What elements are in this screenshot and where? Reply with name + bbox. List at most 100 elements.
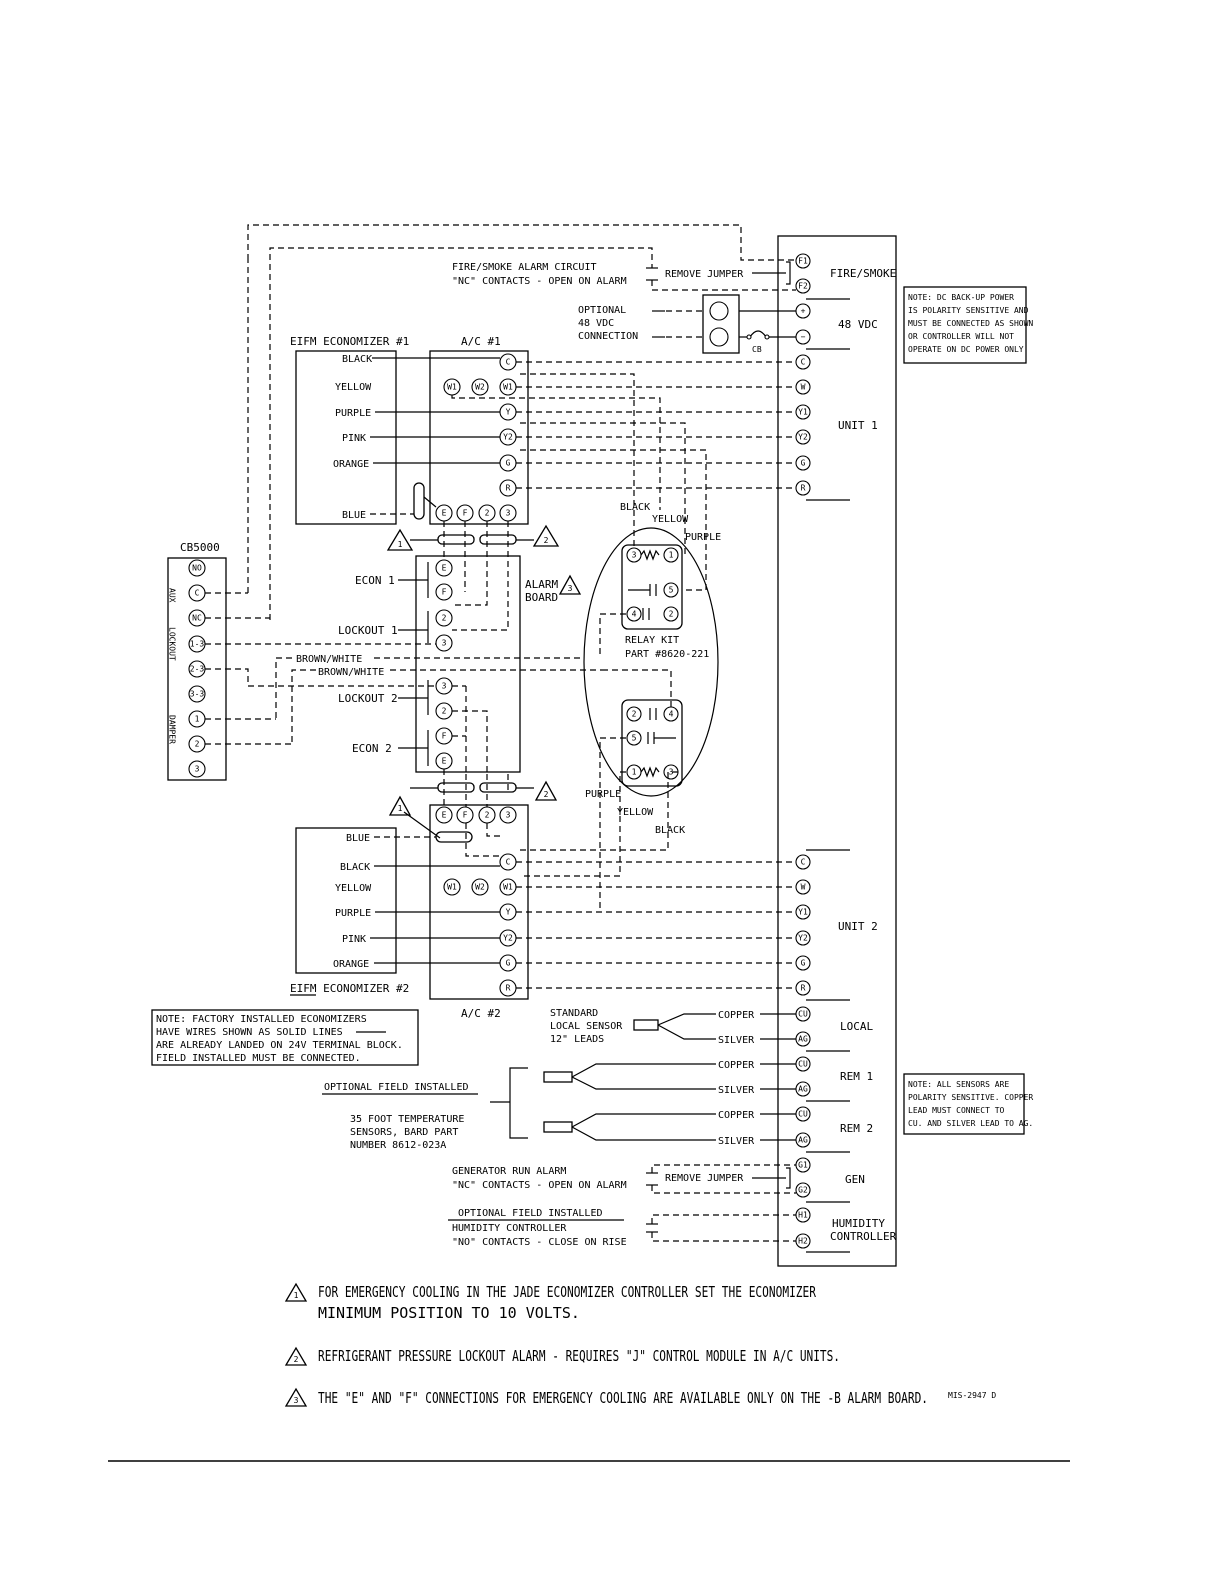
svg-text:IS POLARITY SENSITIVE AND: IS POLARITY SENSITIVE AND	[908, 306, 1029, 315]
humidity-label-1: HUMIDITY	[832, 1217, 885, 1230]
factory-installed-note: NOTE: FACTORY INSTALLED ECONOMIZERS HAVE…	[151, 1009, 419, 1066]
svg-text:LEAD MUST CONNECT TO: LEAD MUST CONNECT TO	[908, 1106, 1005, 1115]
svg-text:3: 3	[506, 811, 511, 820]
jumper-bars-bottom	[403, 769, 534, 839]
fire-alarm-text-2: "NC" CONTACTS - OPEN ON ALARM	[452, 276, 627, 287]
svg-text:PURPLE: PURPLE	[335, 908, 371, 919]
local-terminal-ag-label: AG	[798, 1035, 808, 1044]
ac-unit-1: A/C #1 C W1 W2 W1 Y Y2 G R E F 2 3	[413, 335, 529, 525]
svg-text:POLARITY SENSITIVE. COPPER: POLARITY SENSITIVE. COPPER	[908, 1093, 1033, 1102]
svg-text:R: R	[506, 984, 511, 993]
unit1-label: UNIT 1	[838, 419, 878, 432]
unit2-terminal-w	[795, 879, 811, 895]
svg-text:BLUE: BLUE	[346, 833, 370, 844]
svg-text:PINK: PINK	[342, 934, 366, 945]
svg-text:1: 1	[195, 715, 200, 724]
alarm-board: ALARM BOARD ECON 1 E F LOCKOUT 1 2 3 LOC…	[275, 555, 604, 790]
svg-text:E: E	[442, 564, 447, 573]
local-terminal-cu-label: CU	[798, 1010, 808, 1019]
cb-label: CB	[752, 345, 762, 354]
svg-text:OPERATE ON DC POWER ONLY: OPERATE ON DC POWER ONLY	[908, 345, 1024, 354]
relay-yellow-1: YELLOW	[652, 514, 689, 525]
svg-text:CONNECTION: CONNECTION	[578, 331, 638, 342]
terminal-f1-label: F1	[798, 257, 808, 266]
svg-text:5: 5	[632, 734, 637, 743]
svg-text:1: 1	[669, 551, 674, 560]
terminal-f2-label: F2	[798, 282, 808, 291]
rem2-label: REM 2	[840, 1122, 873, 1135]
unit1-terminal-r	[795, 480, 811, 496]
svg-text:BLUE: BLUE	[342, 510, 366, 521]
svg-text:ARE ALREADY LANDED ON 24V TERM: ARE ALREADY LANDED ON 24V TERMINAL BLOCK…	[156, 1040, 403, 1051]
relay-black-1: BLACK	[620, 502, 650, 513]
svg-text:PART #8620-221: PART #8620-221	[625, 649, 709, 660]
unit1-wiring: BLACK YELLOW PURPLE	[451, 361, 796, 591]
unit1-terminal-y2-label: Y2	[798, 433, 808, 442]
dc-power-note: NOTE: DC BACK-UP POWER IS POLARITY SENSI…	[903, 286, 1033, 364]
unit1-terminal-c	[795, 354, 811, 370]
svg-text:NOTE: ALL SENSORS ARE: NOTE: ALL SENSORS ARE	[908, 1080, 1009, 1089]
relay-purple-1: PURPLE	[685, 532, 721, 543]
gen-label: GEN	[845, 1173, 865, 1186]
ac-unit-2: A/C #2 E F 2 3 C W1 W2 W1 Y Y2 G R	[429, 804, 529, 1020]
svg-text:LOCKOUT: LOCKOUT	[168, 627, 177, 661]
svg-text:3: 3	[294, 1396, 299, 1405]
svg-text:W1: W1	[503, 883, 513, 892]
legend-2-line-1: REFRIGERANT PRESSURE LOCKOUT ALARM - REQ…	[318, 1347, 840, 1365]
svg-text:LOCKOUT 2: LOCKOUT 2	[338, 692, 398, 705]
svg-text:YELLOW: YELLOW	[335, 382, 372, 393]
terminal-f2	[795, 278, 811, 294]
gen-terminal-g2-label: G2	[798, 1186, 808, 1195]
svg-text:ORANGE: ORANGE	[333, 459, 369, 470]
unit2-terminal-r	[795, 980, 811, 996]
unit1-terminal-c-label: C	[801, 358, 806, 367]
svg-text:SILVER: SILVER	[718, 1035, 755, 1046]
gen-terminal-g1-label: G1	[798, 1161, 808, 1170]
svg-text:SILVER: SILVER	[718, 1136, 755, 1147]
marker-triangles: 1 2 3 1 2	[386, 524, 582, 816]
svg-text:COPPER: COPPER	[718, 1010, 755, 1021]
svg-text:48 VDC: 48 VDC	[578, 318, 614, 329]
unit2-terminal-g	[795, 955, 811, 971]
unit1-terminal-g-label: G	[801, 459, 806, 468]
svg-text:F: F	[442, 732, 447, 741]
svg-text:COPPER: COPPER	[718, 1110, 755, 1121]
svg-text:W1: W1	[447, 883, 457, 892]
unit2-terminal-y1-label: Y1	[798, 908, 808, 917]
svg-text:LOCAL SENSOR: LOCAL SENSOR	[550, 1021, 623, 1032]
svg-text:5: 5	[669, 586, 674, 595]
svg-text:3: 3	[669, 768, 674, 777]
terminal-plus-label: +	[801, 307, 806, 316]
svg-text:4: 4	[669, 710, 674, 719]
svg-text:2: 2	[544, 536, 549, 545]
humidity-terminal-h1-label: H1	[798, 1211, 808, 1220]
svg-text:3: 3	[195, 765, 200, 774]
svg-text:2-3: 2-3	[190, 665, 205, 674]
remote-sensors: OPTIONAL FIELD INSTALLED 35 FOOT TEMPERA…	[322, 1060, 796, 1151]
svg-text:3: 3	[442, 639, 447, 648]
terminal-minus-label: −	[801, 333, 806, 342]
svg-text:3-3: 3-3	[190, 690, 205, 699]
svg-text:ECON 2: ECON 2	[352, 742, 392, 755]
svg-text:COPPER: COPPER	[718, 1060, 755, 1071]
unit1-terminal-y1-label: Y1	[798, 408, 808, 417]
svg-text:PURPLE: PURPLE	[335, 408, 371, 419]
ac2-title: A/C #2	[461, 1007, 501, 1020]
svg-text:W2: W2	[475, 883, 485, 892]
cb5000-panel: CB5000 AUX LOCKOUT DAMPER NO C NC 1-3 2-…	[167, 260, 436, 781]
svg-text:SILVER: SILVER	[718, 1085, 755, 1096]
rem2-terminal-cu-label: CU	[798, 1110, 808, 1119]
terminal-f1	[795, 253, 811, 269]
svg-text:RELAY KIT: RELAY KIT	[625, 635, 679, 646]
legend-3-line-1: THE "E" AND "F" CONNECTIONS FOR EMERGENC…	[318, 1389, 928, 1407]
fire-smoke-label: FIRE/SMOKE	[830, 267, 896, 280]
svg-text:NC: NC	[192, 614, 202, 623]
svg-text:2: 2	[544, 790, 549, 799]
rem1-terminal-cu-label: CU	[798, 1060, 808, 1069]
svg-text:3: 3	[442, 682, 447, 691]
svg-text:ALARM: ALARM	[525, 578, 558, 591]
svg-text:1: 1	[294, 1291, 299, 1300]
svg-text:YELLOW: YELLOW	[335, 883, 372, 894]
svg-text:Y2: Y2	[503, 934, 513, 943]
